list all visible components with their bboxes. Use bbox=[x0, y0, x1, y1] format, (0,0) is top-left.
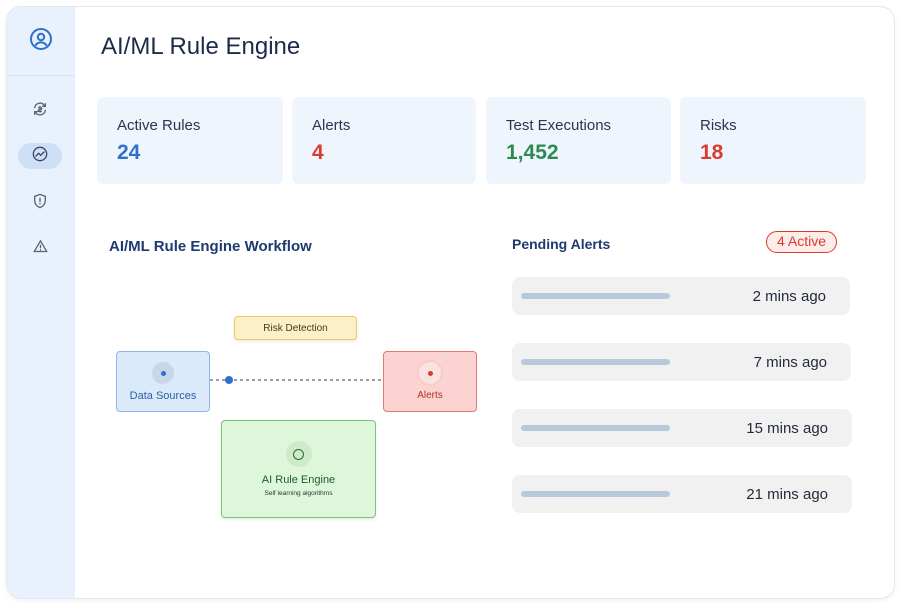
stat-card-active-rules[interactable]: Active Rules 24 bbox=[97, 97, 283, 184]
alert-row[interactable]: 15 mins ago bbox=[512, 409, 852, 447]
stat-card-test-executions[interactable]: Test Executions 1,452 bbox=[486, 97, 671, 184]
sidebar-item-security[interactable] bbox=[18, 190, 62, 216]
workflow-title: AI/ML Rule Engine Workflow bbox=[109, 238, 312, 255]
node-risk-detection[interactable]: Risk Detection bbox=[234, 316, 357, 340]
node-label: AI Rule Engine bbox=[261, 474, 336, 486]
stat-label: Alerts bbox=[312, 117, 351, 134]
node-alerts[interactable]: Alerts bbox=[383, 351, 477, 412]
sidebar-item-analytics[interactable] bbox=[18, 143, 62, 169]
alert-placeholder-bar bbox=[521, 293, 670, 299]
stat-card-alerts[interactable]: Alerts 4 bbox=[292, 97, 476, 184]
shield-icon bbox=[32, 193, 48, 214]
stat-card-risks[interactable]: Risks 18 bbox=[680, 97, 866, 184]
alert-placeholder-bar bbox=[521, 491, 670, 497]
stat-value: 24 bbox=[117, 141, 141, 164]
warning-icon bbox=[32, 239, 48, 259]
sidebar-item-sync[interactable] bbox=[18, 98, 62, 124]
stat-value: 4 bbox=[312, 141, 324, 164]
node-sublabel: Self learning algorithms bbox=[264, 490, 333, 497]
stat-label: Test Executions bbox=[506, 117, 612, 134]
alert-placeholder-bar bbox=[521, 359, 670, 365]
sidebar-item-warnings[interactable] bbox=[18, 236, 62, 262]
node-label: Alerts bbox=[417, 390, 443, 401]
alerts-dot-icon bbox=[419, 362, 441, 384]
node-label: Risk Detection bbox=[263, 322, 328, 334]
stat-label: Risks bbox=[700, 117, 737, 134]
ai-engine-circle-icon bbox=[285, 441, 312, 467]
page-title: AI/ML Rule Engine bbox=[101, 33, 301, 60]
alert-placeholder-bar bbox=[521, 425, 670, 431]
alert-time: 7 mins ago bbox=[753, 354, 827, 371]
alert-time: 2 mins ago bbox=[752, 288, 826, 305]
sidebar bbox=[7, 7, 75, 598]
alert-time: 21 mins ago bbox=[746, 486, 828, 503]
alert-row[interactable]: 7 mins ago bbox=[512, 343, 851, 381]
stat-value: 1,452 bbox=[506, 141, 559, 164]
stat-value: 18 bbox=[700, 141, 724, 164]
active-count-badge: 4 Active bbox=[766, 231, 838, 253]
data-sources-dot-icon bbox=[152, 362, 174, 384]
node-data-sources[interactable]: Data Sources bbox=[116, 351, 210, 412]
refresh-icon bbox=[32, 101, 48, 122]
sidebar-header bbox=[7, 7, 75, 76]
user-circle-icon[interactable] bbox=[29, 27, 53, 56]
node-label: Data Sources bbox=[129, 390, 197, 402]
node-ai-rule-engine[interactable]: AI Rule Engine Self learning algorithms bbox=[221, 420, 376, 518]
pending-alerts-title: Pending Alerts bbox=[512, 236, 611, 252]
alert-time: 15 mins ago bbox=[746, 420, 828, 437]
alert-row[interactable]: 2 mins ago bbox=[512, 277, 850, 315]
alert-row[interactable]: 21 mins ago bbox=[512, 475, 852, 513]
chart-icon bbox=[32, 146, 48, 167]
stat-label: Active Rules bbox=[117, 117, 201, 134]
